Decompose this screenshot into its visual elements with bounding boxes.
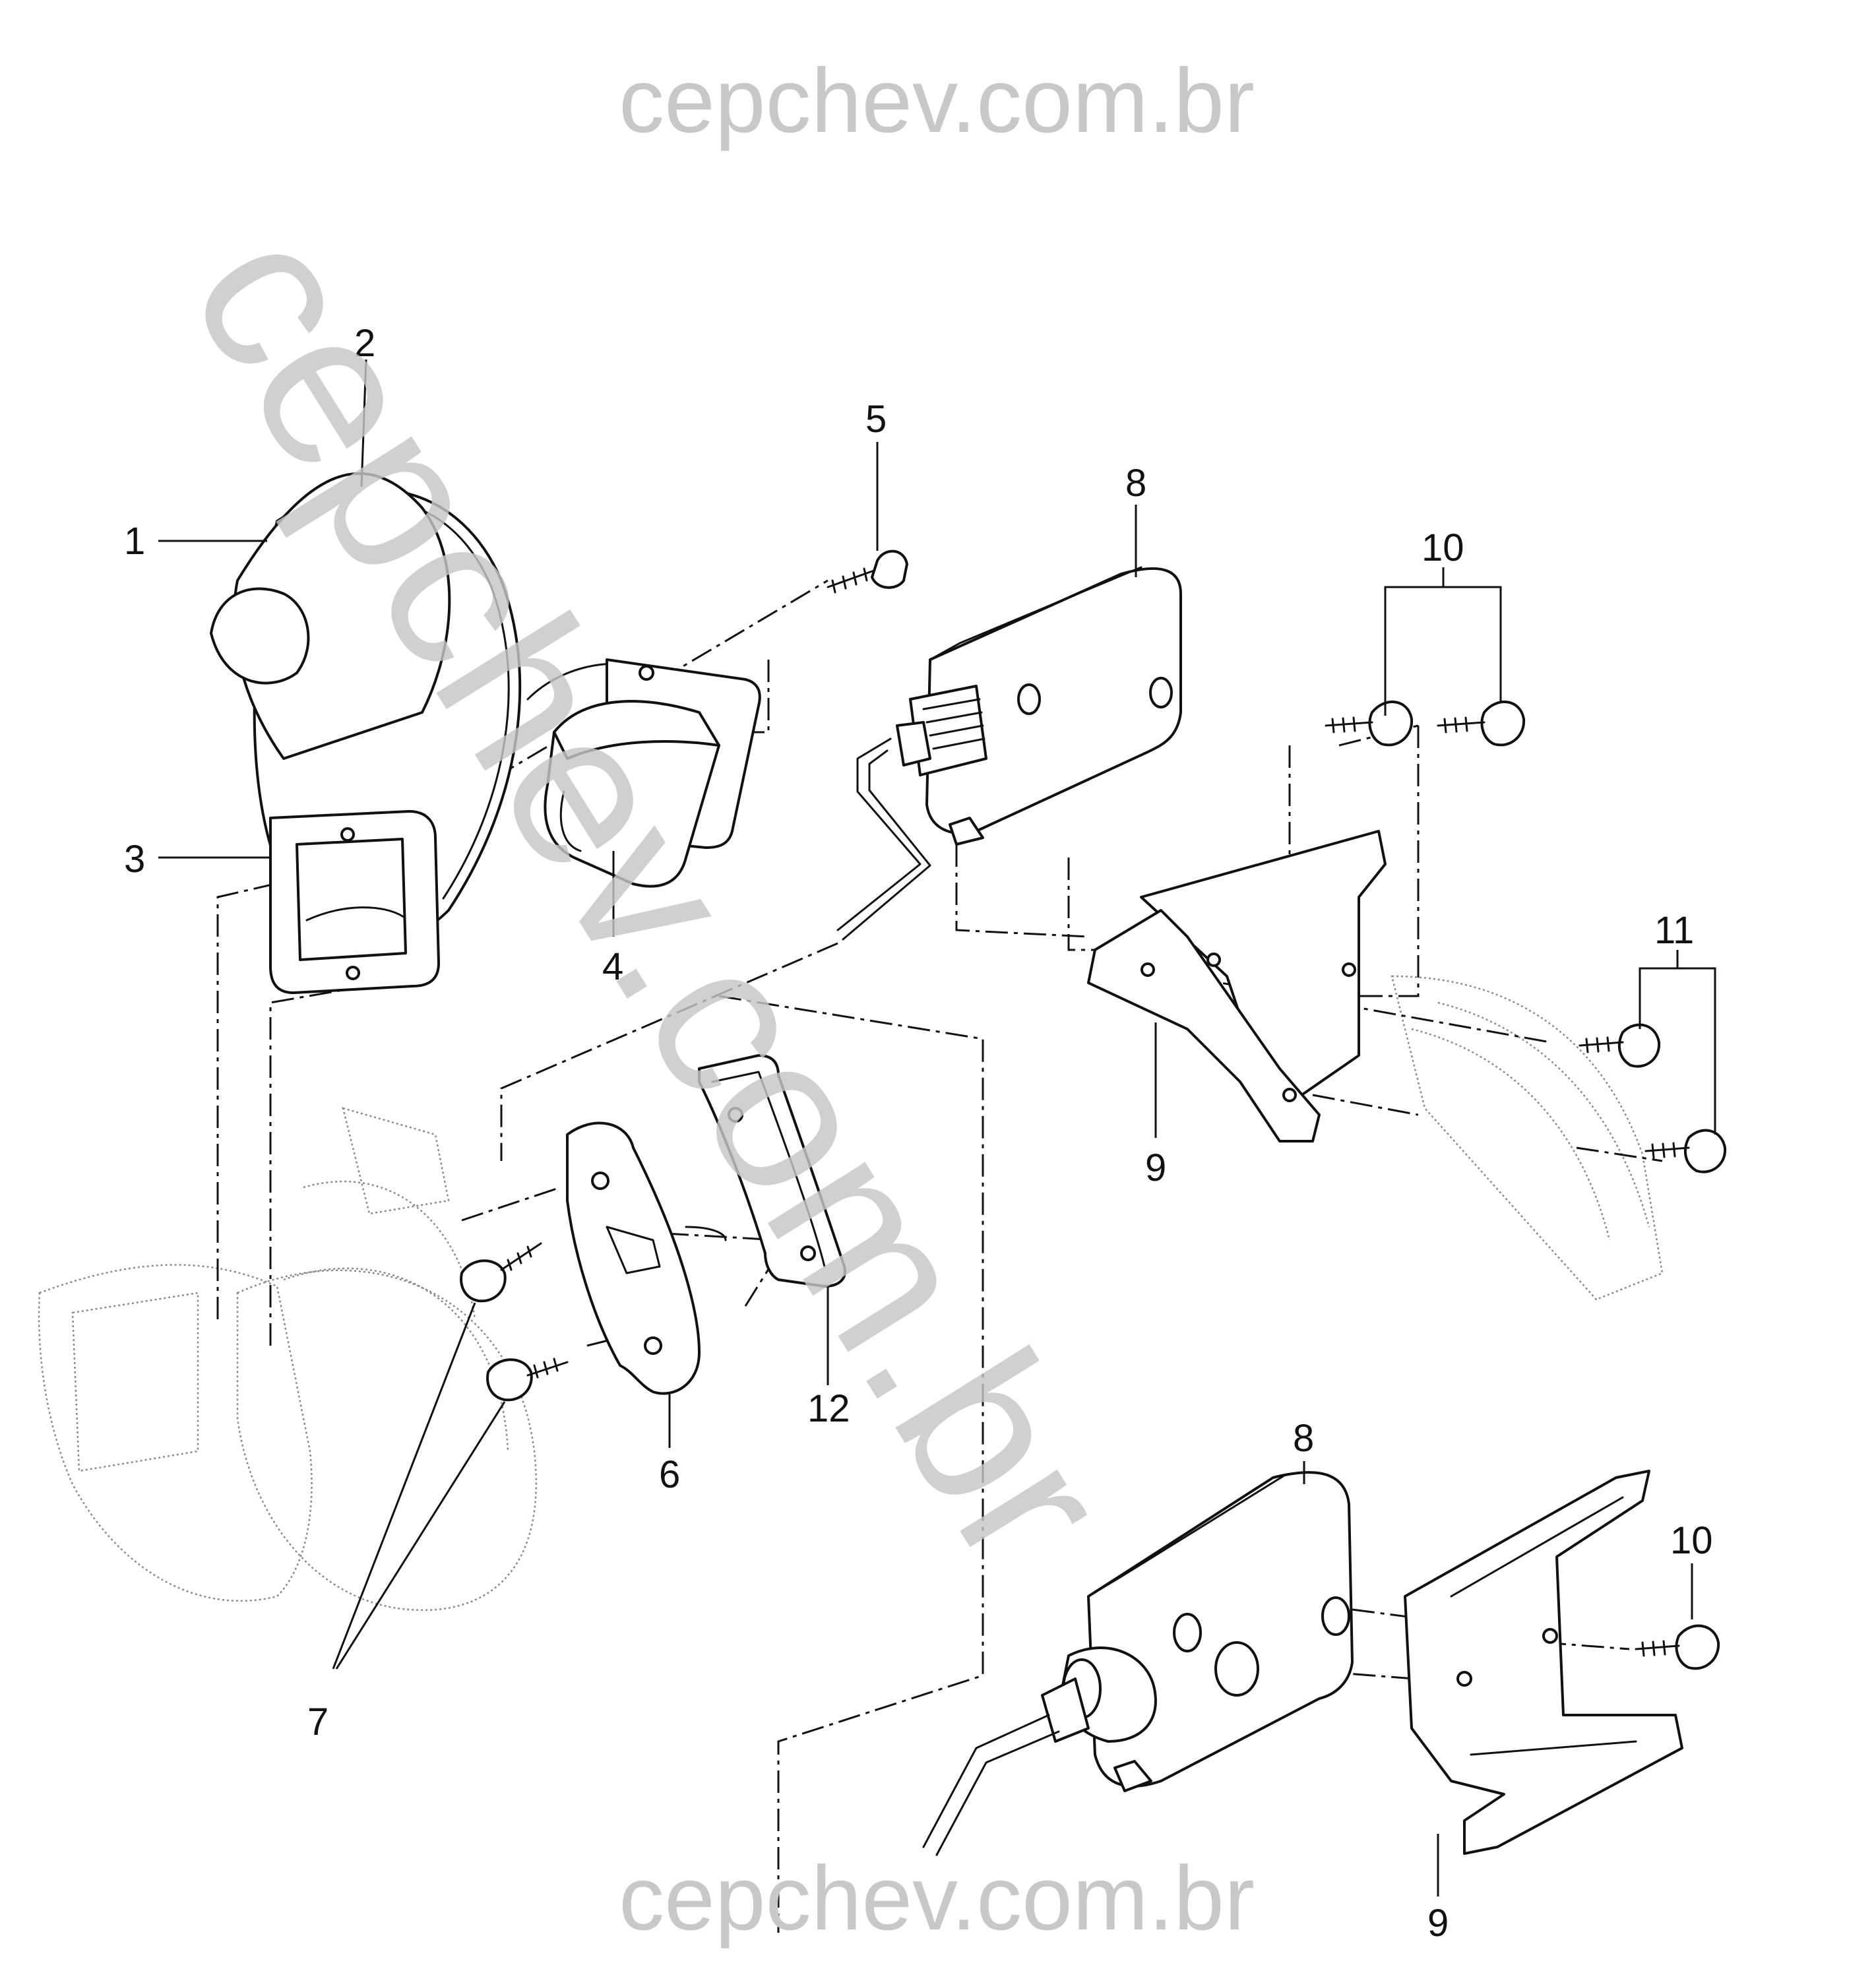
callout-4: 4: [602, 945, 623, 988]
bracket-lower: [1404, 1470, 1683, 1855]
callout-12: 12: [807, 1387, 850, 1430]
callout-10-lower: 10: [1670, 1519, 1713, 1562]
watermark-top: cepchev.com.br: [619, 50, 1255, 152]
fuel-door-bezel: [269, 810, 440, 994]
hinge-block: [544, 658, 761, 888]
callout-6: 6: [659, 1453, 680, 1496]
callout-10-upper: 10: [1422, 526, 1464, 569]
callout-numbers: 1 2 3 4 5 6 7 8 8 9 9 10 10 11 12: [124, 322, 1713, 1945]
callout-5: 5: [865, 398, 887, 441]
door-bump: [210, 587, 310, 685]
screw-5: [827, 549, 908, 594]
latch-plate: [566, 1121, 701, 1395]
body-panel-left-ghost: [38, 1107, 538, 1611]
callout-11: 11: [1654, 909, 1694, 952]
fuel-door-assembly: [210, 472, 674, 947]
fuel-door-lid: [232, 472, 451, 760]
watermark-bottom: cepchev.com.br: [619, 1848, 1255, 1949]
callout-9-upper: 9: [1145, 1146, 1166, 1189]
callout-8-lower: 8: [1293, 1417, 1314, 1460]
bracket-upper: [1087, 830, 1387, 1142]
screws-7: [460, 1242, 569, 1402]
actuator-lower: [922, 1471, 1354, 1856]
callout-3: 3: [124, 838, 145, 881]
screw-10-lower: [1635, 1624, 1720, 1670]
body-panel-right-ghost: [1391, 975, 1664, 1301]
callout-leaders: [158, 359, 1716, 1896]
callout-8-upper: 8: [1125, 462, 1146, 505]
latch-spring: [685, 1054, 846, 1288]
callout-9-lower: 9: [1427, 1902, 1449, 1945]
callout-1: 1: [124, 520, 145, 563]
screws-11: [1579, 1023, 1727, 1173]
callout-2: 2: [354, 322, 375, 365]
actuator-upper: [836, 566, 1182, 941]
callout-7: 7: [307, 1701, 328, 1743]
screws-10-upper: [1325, 701, 1526, 747]
